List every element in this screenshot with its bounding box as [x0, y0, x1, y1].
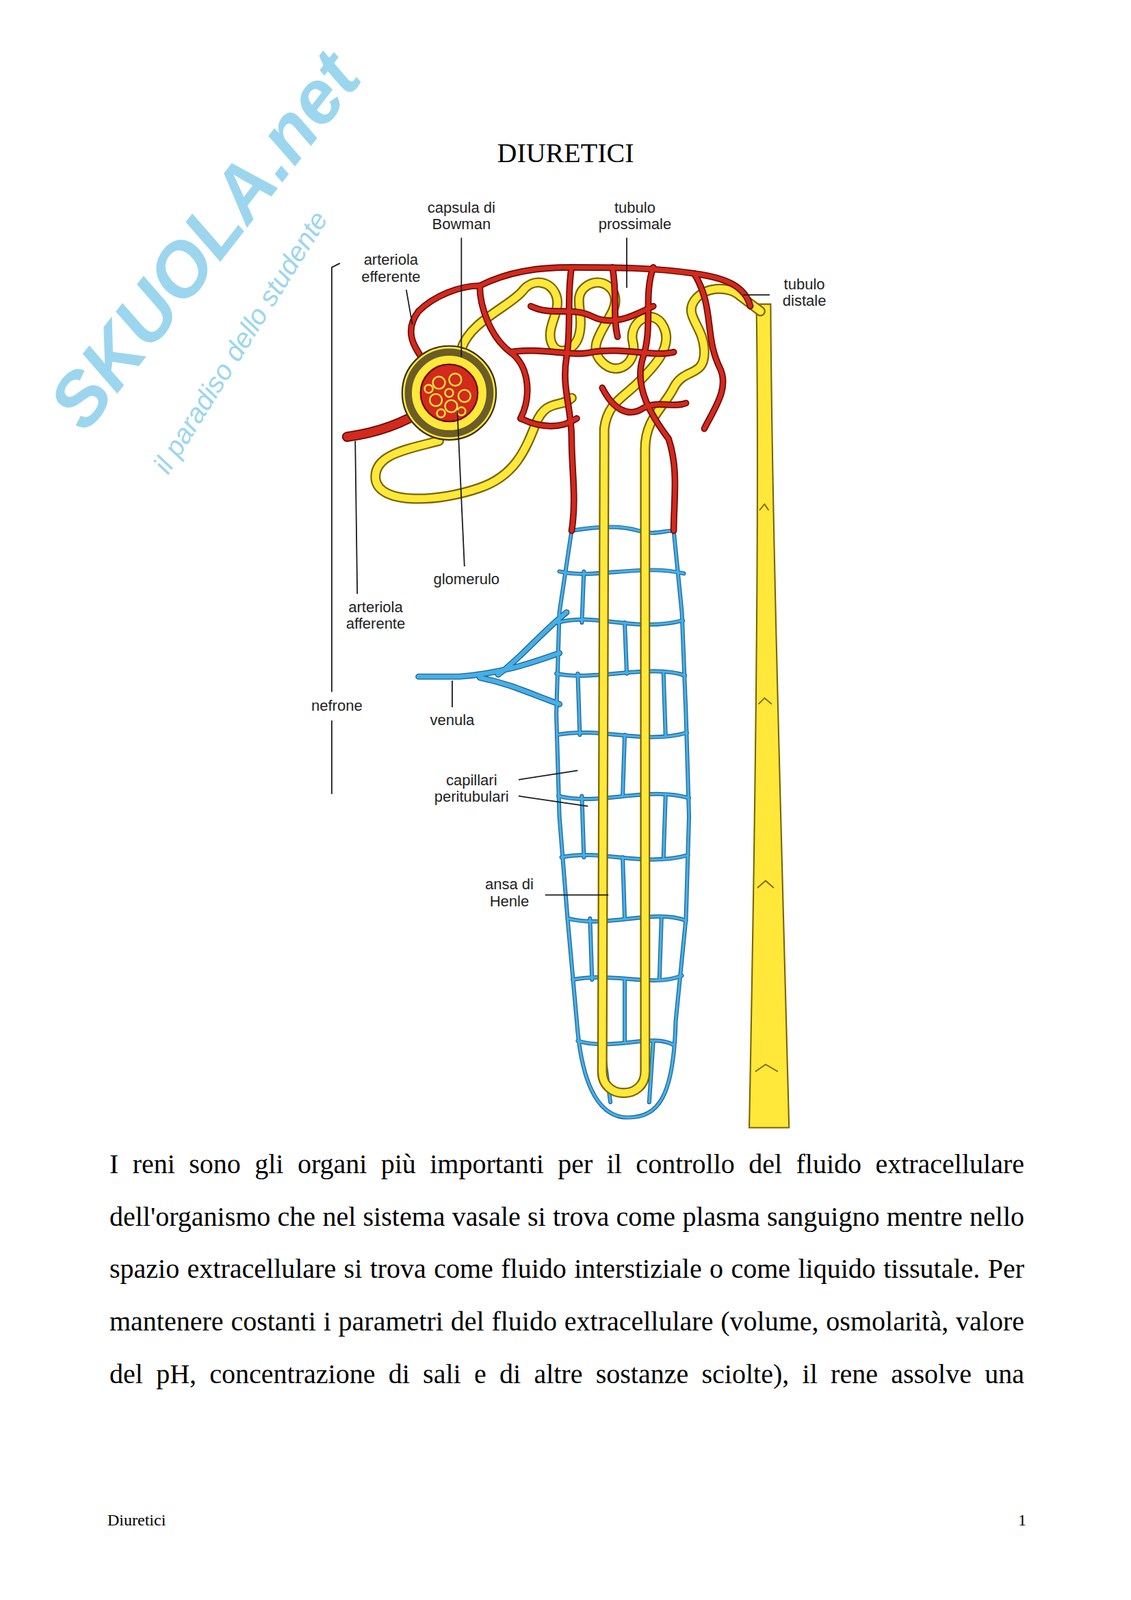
glomerulus-mesh — [444, 388, 453, 397]
leader-lines — [457, 410, 464, 567]
vessel-fill — [565, 267, 575, 531]
vessel-outline — [510, 351, 674, 354]
footer-text: Diuretici — [107, 1511, 166, 1530]
bowman-capsule — [402, 346, 497, 440]
glomerulus-mesh — [437, 409, 446, 418]
part-label: venula — [429, 712, 475, 729]
glomerulus-mesh — [448, 373, 462, 386]
vessel-outline — [530, 306, 654, 321]
collecting-duct — [749, 304, 789, 1129]
leader-lines — [743, 294, 770, 296]
capillary-fill — [418, 612, 567, 705]
capillary-outline — [556, 530, 689, 1118]
leader-lines — [355, 441, 358, 595]
capillary-fill — [556, 569, 689, 1045]
part-label: tubulo distale — [773, 276, 836, 310]
vessel-fill — [520, 418, 577, 427]
glomerulus-mesh — [424, 373, 471, 418]
capillary-fill — [571, 526, 674, 533]
vessel-fill — [602, 387, 686, 413]
body-paragraph: I reni sono gli organi più importanti pe… — [109, 1138, 1025, 1402]
part-label: capsula di Bowman — [423, 199, 499, 233]
vessel-outline — [346, 267, 750, 531]
bowman-capsule — [408, 352, 490, 434]
page-title: DIURETICI — [0, 138, 1131, 169]
vessel-fill — [346, 267, 750, 531]
glomerulus-mesh — [424, 384, 434, 393]
glomerulus-mesh — [433, 377, 446, 390]
capillary-fill — [577, 571, 666, 1103]
leader-lines — [460, 238, 462, 358]
bowman-capsule — [414, 358, 484, 428]
vessel-outline — [693, 273, 723, 429]
arterial-capillaries — [346, 267, 750, 531]
leader-lines — [331, 238, 770, 896]
leader-lines — [518, 770, 588, 806]
leader-lines — [451, 680, 453, 708]
leader-lines — [406, 290, 413, 325]
capillary-fill — [556, 530, 689, 1118]
vessel-outline — [565, 267, 575, 531]
part-label: arteriola afferente — [341, 598, 410, 632]
bowman-capsule — [420, 364, 479, 423]
leader-lines — [545, 894, 609, 897]
part-label: ansa di Henle — [478, 876, 540, 910]
glomerulus-mesh — [457, 407, 466, 416]
collecting-duct — [755, 504, 778, 1072]
collecting-duct — [749, 304, 789, 1129]
vessel-fill — [640, 267, 676, 531]
vessel-fill — [693, 273, 723, 429]
nephron-drawing — [331, 238, 789, 1129]
bowman-capsule — [402, 346, 497, 440]
glomerulus-mesh — [458, 390, 471, 403]
capillary-outline — [577, 571, 666, 1103]
part-label: tubulo prossimale — [593, 199, 676, 233]
part-label: glomerulo — [433, 571, 500, 588]
leader-lines — [626, 238, 628, 289]
page-number: 1 — [1018, 1511, 1027, 1530]
glomerulus-mesh — [444, 400, 458, 413]
vessel-outline — [612, 267, 618, 337]
capillary-outline — [418, 612, 567, 705]
part-label: capillari peritubulari — [429, 772, 515, 806]
capillary-outline — [556, 569, 689, 1045]
vessel-fill — [530, 306, 654, 321]
glomerulus-mesh — [429, 394, 442, 407]
vessel-fill — [510, 351, 674, 354]
capillary-outline — [571, 526, 674, 533]
part-label: arteriola efferente — [356, 251, 425, 285]
vessel-fill — [612, 267, 618, 337]
part-label: nefrone — [309, 697, 364, 715]
